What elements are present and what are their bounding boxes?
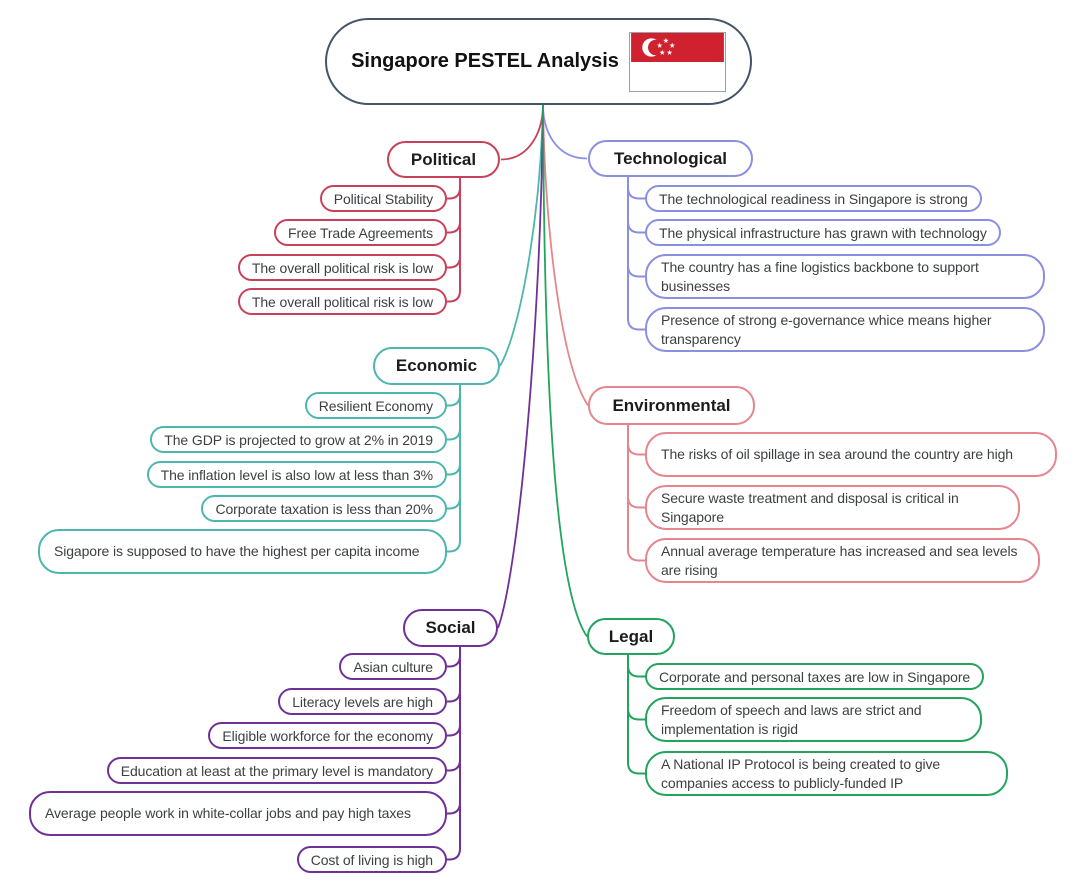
legal-leaf[interactable]: A National IP Protocol is being created …	[645, 751, 1008, 796]
economic-leaf[interactable]: The GDP is projected to grow at 2% in 20…	[150, 426, 447, 453]
economic-leaf[interactable]: Corporate taxation is less than 20%	[201, 495, 447, 522]
singapore-flag-icon	[628, 31, 726, 92]
social-leaf[interactable]: Eligible workforce for the economy	[208, 722, 447, 749]
environmental-leaf[interactable]: Secure waste treatment and disposal is c…	[645, 485, 1020, 530]
political-leaf[interactable]: Political Stability	[319, 185, 447, 212]
technological-leaf[interactable]: The country has a fine logistics backbon…	[645, 254, 1045, 299]
branch-political[interactable]: Political	[387, 141, 500, 178]
social-leaf[interactable]: Education at least at the primary level …	[106, 757, 447, 784]
branch-social[interactable]: Social	[403, 609, 498, 647]
economic-leaf[interactable]: Resilient Economy	[304, 392, 447, 419]
technological-leaf[interactable]: The physical infrastructure has grawn wi…	[645, 219, 1001, 246]
social-leaf[interactable]: Literacy levels are high	[278, 688, 447, 715]
political-leaf[interactable]: The overall political risk is low	[237, 288, 447, 315]
social-leaf[interactable]: Average people work in white-collar jobs…	[29, 791, 447, 836]
technological-leaf[interactable]: The technological readiness in Singapore…	[645, 185, 982, 212]
environmental-leaf[interactable]: Annual average temperature has increased…	[645, 538, 1040, 583]
legal-leaf[interactable]: Freedom of speech and laws are strict an…	[645, 697, 982, 742]
branch-legal[interactable]: Legal	[587, 618, 675, 655]
social-leaf[interactable]: Asian culture	[339, 653, 447, 680]
legal-leaf[interactable]: Corporate and personal taxes are low in …	[645, 663, 985, 690]
economic-leaf[interactable]: The inflation level is also low at less …	[146, 461, 447, 488]
political-leaf[interactable]: Free Trade Agreements	[274, 219, 447, 246]
branch-technological[interactable]: Technological	[588, 140, 753, 177]
technological-leaf[interactable]: Presence of strong e-governance whice me…	[645, 307, 1045, 352]
branch-economic[interactable]: Economic	[373, 347, 500, 385]
social-leaf[interactable]: Cost of living is high	[296, 846, 447, 873]
environmental-leaf[interactable]: The risks of oil spillage in sea around …	[645, 432, 1057, 477]
political-leaf[interactable]: The overall political risk is low	[237, 254, 447, 281]
branch-environmental[interactable]: Environmental	[588, 386, 755, 425]
root-node[interactable]: Singapore PESTEL Analysis	[325, 18, 752, 105]
economic-leaf[interactable]: Sigapore is supposed to have the highest…	[38, 529, 447, 574]
root-title: Singapore PESTEL Analysis	[351, 50, 619, 72]
